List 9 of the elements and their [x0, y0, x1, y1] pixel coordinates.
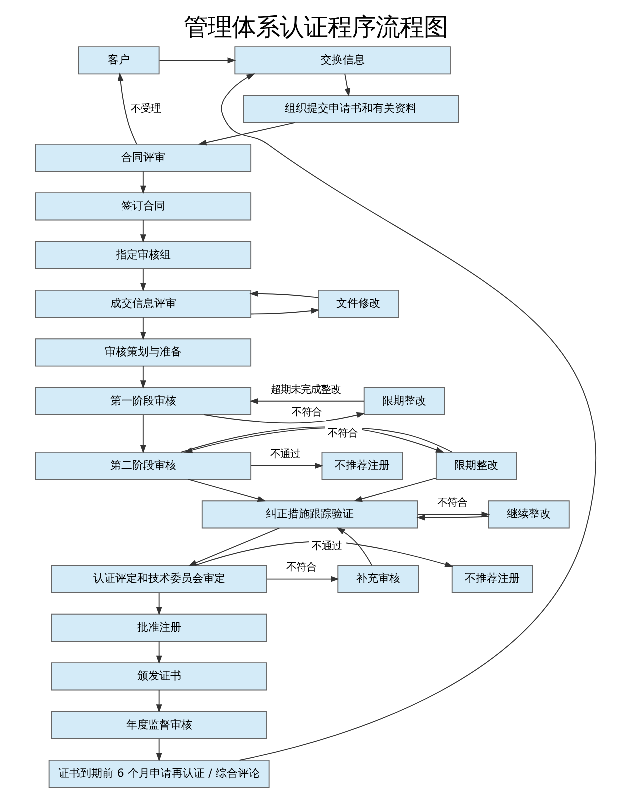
edge-label: 不通过 [311, 540, 342, 553]
diagram-title: 管理体系认证程序流程图 [183, 12, 448, 42]
edge-label: 不受理 [130, 102, 161, 115]
edge-label: 不符合 [291, 406, 322, 418]
edge-label: 不符合 [327, 427, 358, 440]
edge-label: 不符合 [436, 497, 467, 510]
edge-label: 不符合 [286, 562, 316, 574]
edge-label: 超期未完成整改 [270, 384, 341, 396]
edge-label: 不通过 [270, 448, 300, 460]
